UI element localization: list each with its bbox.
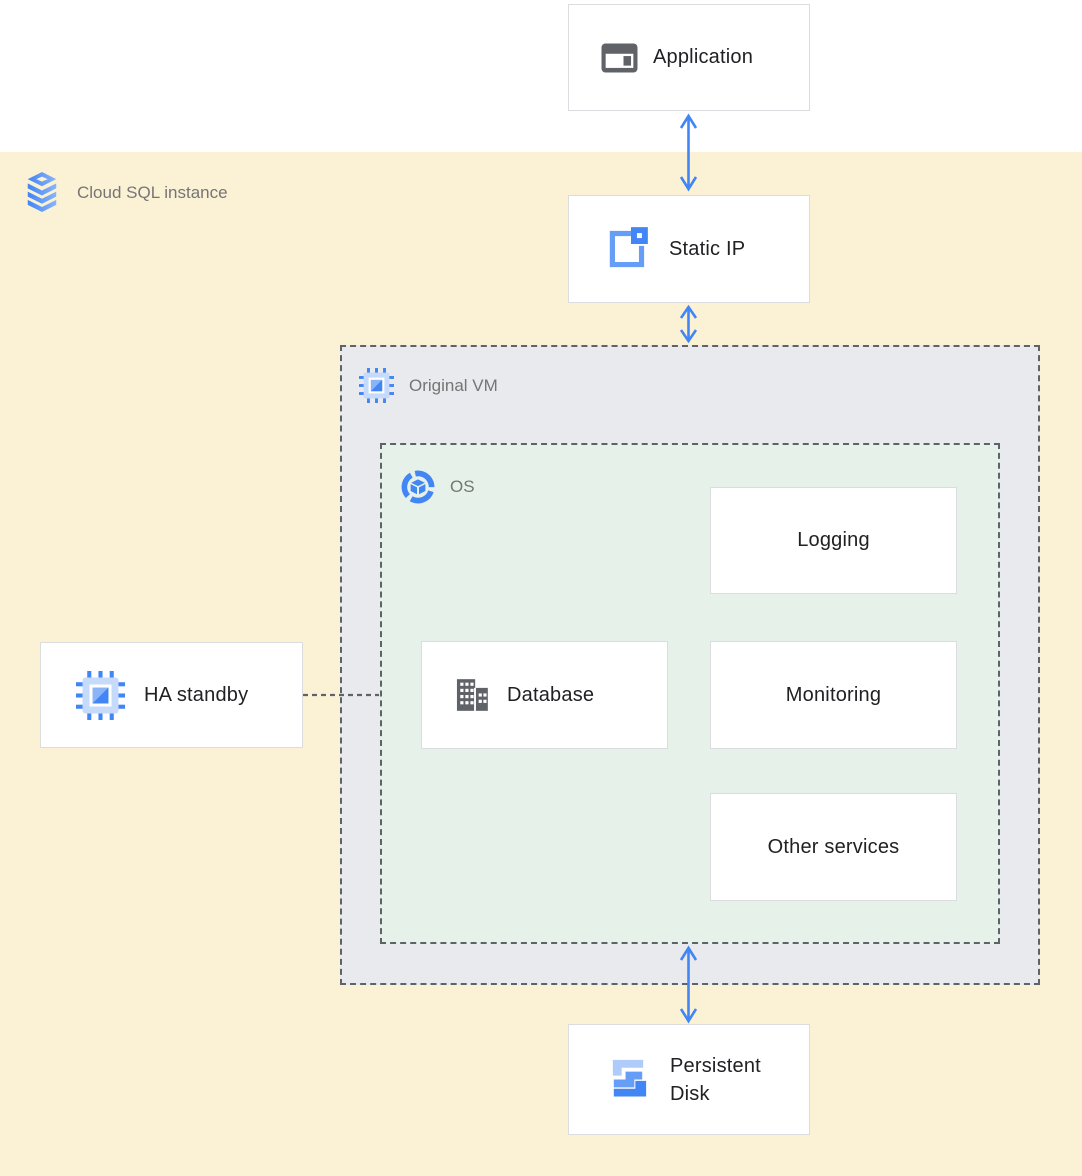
database-node: Database xyxy=(421,641,668,749)
logging-node: Logging xyxy=(710,487,957,594)
ha-standby-label: HA standby xyxy=(144,683,249,706)
application-icon xyxy=(601,42,638,73)
cloud-sql-zone-label: Cloud SQL instance xyxy=(24,172,228,214)
logging-label: Logging xyxy=(797,529,870,551)
database-icon xyxy=(453,676,491,714)
persistent-disk-node: Persistent Disk xyxy=(568,1024,810,1135)
persistent-disk-icon xyxy=(605,1056,652,1103)
database-label: Database xyxy=(507,683,595,706)
other-services-node: Other services xyxy=(710,793,957,901)
compute-engine-icon xyxy=(359,368,394,403)
static-ip-node: Static IP xyxy=(568,195,810,303)
application-node: Application xyxy=(568,4,810,111)
compute-engine-icon xyxy=(76,670,125,720)
external-ip-icon xyxy=(603,226,649,272)
original-vm-zone-label: Original VM xyxy=(359,368,498,403)
os-zone-label: OS xyxy=(401,470,475,504)
original-vm-zone-label-text: Original VM xyxy=(409,375,498,395)
persistent-disk-label: Persistent Disk xyxy=(670,1054,761,1105)
other-services-label: Other services xyxy=(767,835,900,858)
cloud-sql-icon xyxy=(24,172,60,214)
monitoring-node: Monitoring xyxy=(710,641,957,749)
os-zone-label-text: OS xyxy=(450,477,475,496)
static-ip-label: Static IP xyxy=(669,237,746,260)
os-icon xyxy=(401,470,435,504)
ha-standby-node: HA standby xyxy=(40,642,303,748)
application-label: Application xyxy=(653,46,754,68)
monitoring-label: Monitoring xyxy=(785,683,882,706)
cloud-sql-zone-label-text: Cloud SQL instance xyxy=(77,183,228,202)
